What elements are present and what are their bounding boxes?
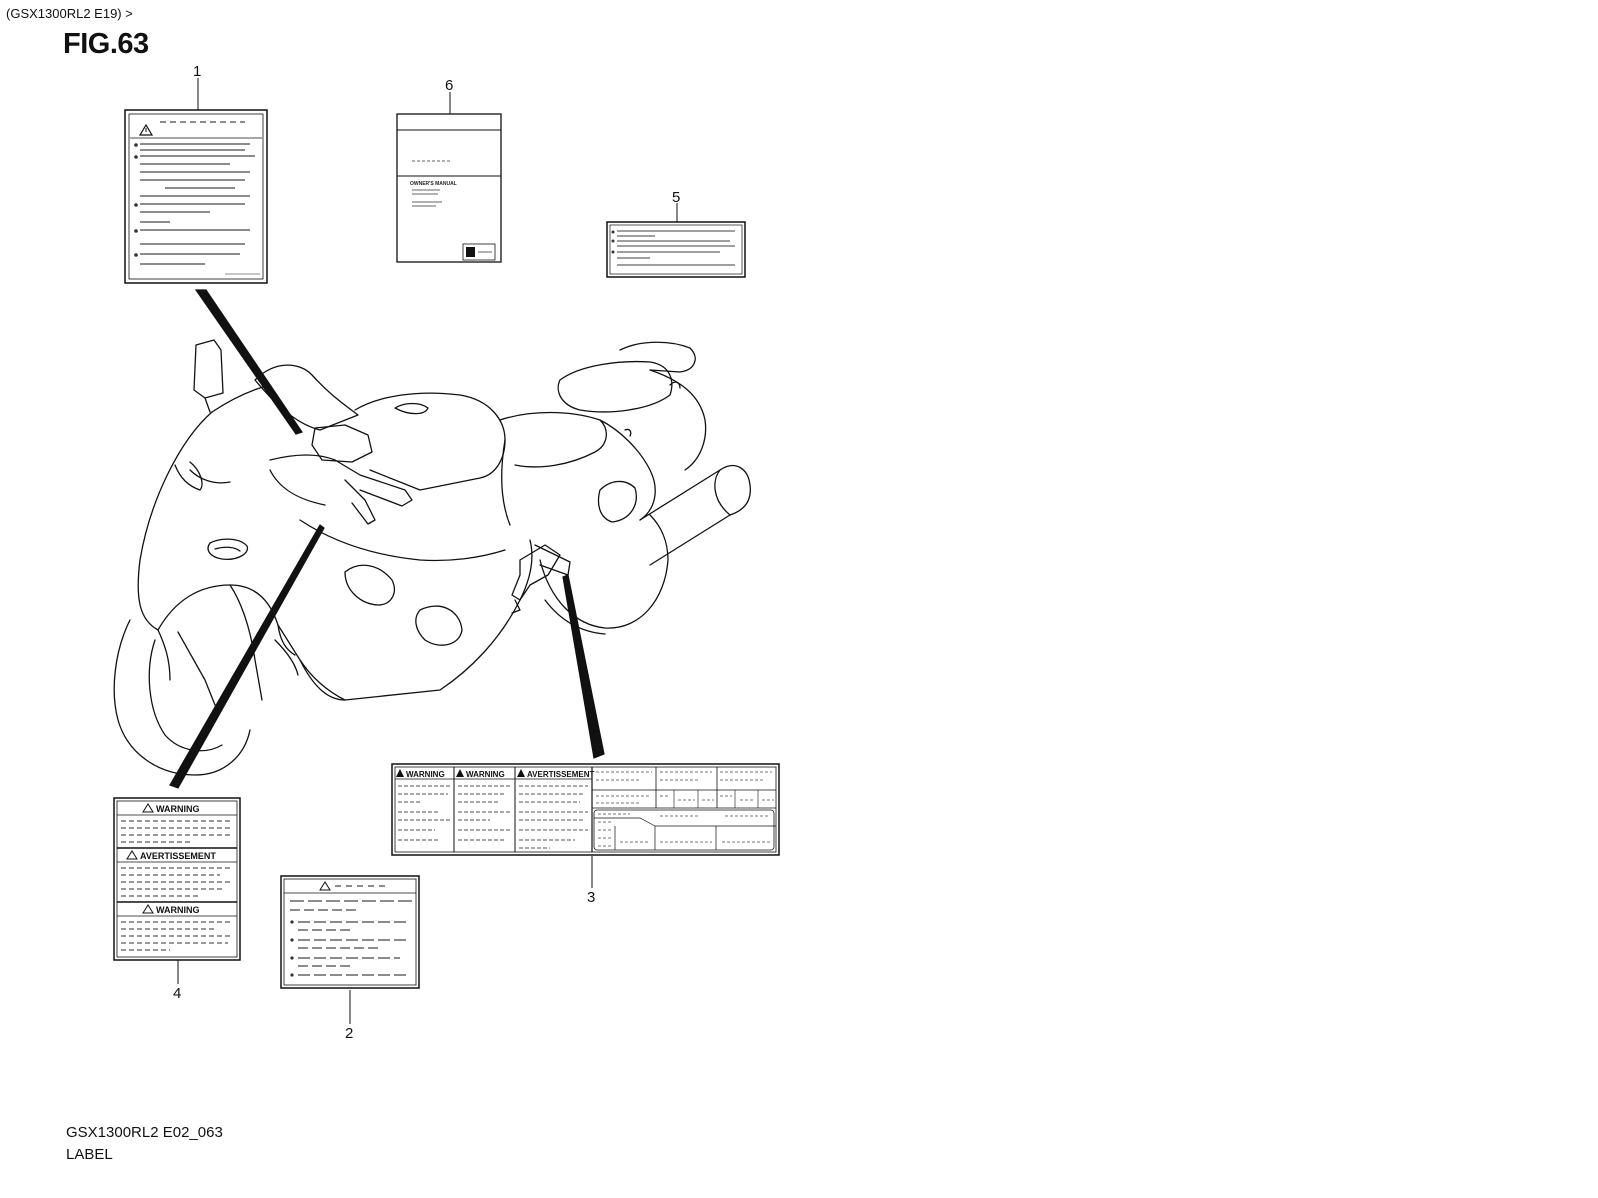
warning-triangle-icon	[319, 881, 331, 891]
leader-label-1	[194, 289, 303, 435]
label-4-heading-warning-1: WARNING	[156, 804, 200, 814]
warning-triangle-icon	[396, 769, 404, 777]
callout-number-5[interactable]: 5	[672, 189, 680, 206]
leader-label-3	[562, 574, 605, 759]
label-6-owners-manual: OWNER'S MANUAL	[396, 113, 502, 263]
label-1-warning-card	[124, 109, 268, 284]
label-5-caution-strip	[606, 221, 746, 278]
label-4-warning-card: WARNING AVERTISSEMENT WARNING	[113, 797, 241, 961]
drawing-code: GSX1300RL2 E02_063	[66, 1124, 223, 1141]
callout-number-1[interactable]: 1	[193, 63, 201, 80]
callout-number-2[interactable]: 2	[345, 1025, 353, 1042]
callout-number-6[interactable]: 6	[445, 77, 453, 94]
owners-manual-title: OWNER'S MANUAL	[410, 181, 457, 187]
warning-triangle-icon	[456, 769, 464, 777]
figure-title: FIG.63	[63, 28, 149, 60]
label-3-heading-warning-1: WARNING	[406, 770, 445, 779]
warning-triangle-icon	[517, 769, 525, 777]
label-3-heading-avertissement: AVERTISSEMENT	[527, 770, 595, 779]
label-3-tire-info-label: WARNING WARNING AVERTISSEMENT	[391, 763, 780, 856]
leader-lines	[169, 78, 678, 1024]
label-4-heading-warning-2: WARNING	[156, 905, 200, 915]
label-3-heading-warning-2: WARNING	[466, 770, 505, 779]
warning-triangle-icon	[138, 123, 154, 136]
section-name: LABEL	[66, 1146, 113, 1163]
suzuki-logo-icon	[466, 247, 475, 257]
breadcrumb[interactable]: (GSX1300RL2 E19) >	[6, 6, 133, 21]
motorcycle-illustration	[113, 339, 751, 776]
warning-triangle-icon	[142, 803, 154, 813]
callout-number-3[interactable]: 3	[587, 889, 595, 906]
warning-triangle-icon	[126, 850, 138, 860]
callout-number-4[interactable]: 4	[173, 985, 181, 1002]
label-4-heading-avertissement: AVERTISSEMENT	[140, 851, 216, 861]
warning-triangle-icon	[142, 904, 154, 914]
label-2-warning-card	[280, 875, 420, 989]
leader-label-4	[169, 524, 325, 789]
